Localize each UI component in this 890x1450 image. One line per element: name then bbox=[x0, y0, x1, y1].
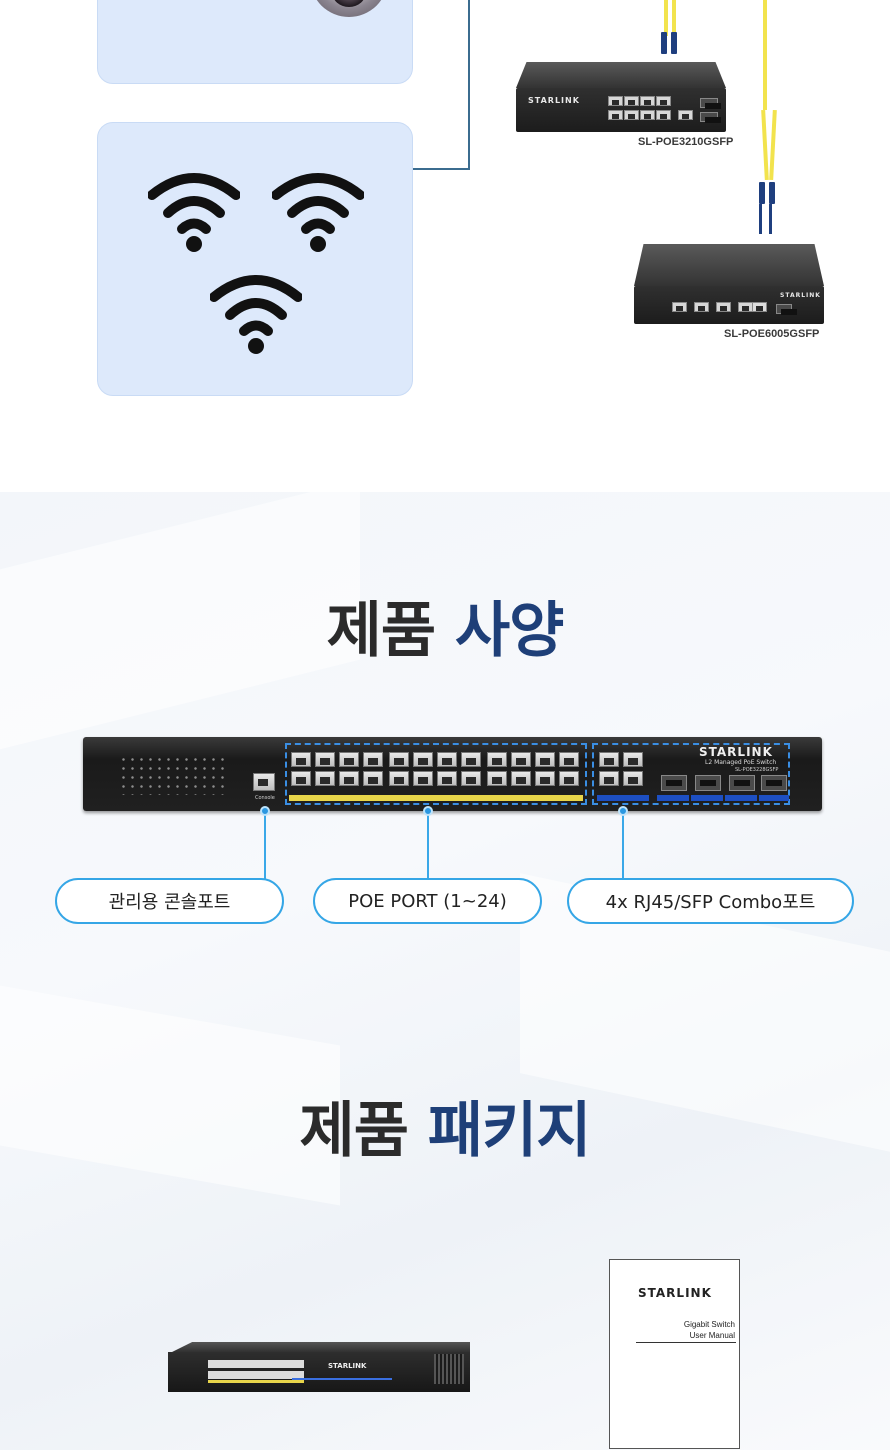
poe-port bbox=[535, 771, 555, 786]
fiber-cable bbox=[763, 0, 767, 110]
poe-port bbox=[315, 752, 335, 767]
combo-strip bbox=[691, 795, 723, 801]
poe-port bbox=[363, 771, 383, 786]
manual-brand: STARLINK bbox=[638, 1286, 712, 1300]
wifi-icon bbox=[210, 275, 302, 354]
poe-port bbox=[339, 771, 359, 786]
fiber-connector-icon bbox=[659, 32, 679, 54]
poe-port bbox=[487, 771, 507, 786]
poe-port bbox=[339, 752, 359, 767]
poe-port bbox=[461, 752, 481, 767]
package-title-accent: 패키지 bbox=[427, 1096, 592, 1166]
package-title-dark: 제품 bbox=[299, 1096, 409, 1166]
connection-line bbox=[468, 0, 470, 170]
switch-brand: STARLINK bbox=[780, 292, 821, 299]
callout-line bbox=[427, 810, 429, 880]
poe-port bbox=[535, 752, 555, 767]
switch-model-label: SL-POE6005GSFP bbox=[724, 328, 820, 340]
poe-port bbox=[389, 771, 409, 786]
poe-port bbox=[363, 752, 383, 767]
callout-dot bbox=[260, 806, 270, 816]
wifi-icon bbox=[148, 173, 240, 252]
combo-strip bbox=[725, 795, 757, 801]
connector-pin bbox=[769, 204, 772, 234]
callout-line bbox=[622, 810, 624, 880]
poe-port bbox=[413, 752, 433, 767]
fiber-cable bbox=[769, 109, 777, 181]
poe-port bbox=[511, 771, 531, 786]
poe-port bbox=[315, 771, 335, 786]
switch-model: SL-POE3228GSFP bbox=[735, 767, 779, 773]
package-title: 제품 패키지 bbox=[0, 1082, 890, 1169]
poe-port bbox=[389, 752, 409, 767]
poe-port bbox=[291, 752, 311, 767]
switch-sl-poe6005gsfp: STARLINK bbox=[634, 244, 824, 326]
connector-pin bbox=[759, 204, 762, 234]
fiber-cable bbox=[664, 0, 668, 36]
rack-switch-image: Console STARLINK L2 Managed PoE Switch S… bbox=[83, 737, 822, 811]
switch-brand: STARLINK bbox=[699, 745, 773, 759]
manual-line1: Gigabit Switch bbox=[683, 1320, 735, 1329]
poe-port-highlight bbox=[285, 743, 587, 805]
poe-port bbox=[437, 752, 457, 767]
console-port bbox=[253, 773, 275, 791]
wifi-card bbox=[97, 122, 413, 396]
poe-port bbox=[559, 752, 579, 767]
combo-strip bbox=[597, 795, 649, 801]
switch-model-label: SL-POE3210GSFP bbox=[638, 136, 734, 148]
fiber-cable bbox=[672, 0, 676, 36]
poe-port bbox=[291, 771, 311, 786]
console-label: Console bbox=[255, 795, 275, 801]
led-panel bbox=[119, 755, 229, 795]
camera-card bbox=[97, 0, 413, 84]
poe-port bbox=[461, 771, 481, 786]
fiber-connector-icon bbox=[757, 182, 777, 204]
switch-brand: STARLINK bbox=[328, 1362, 367, 1370]
connection-line bbox=[413, 168, 470, 170]
combo-strip bbox=[657, 795, 689, 801]
poe-port bbox=[511, 752, 531, 767]
poe-port bbox=[413, 771, 433, 786]
spec-title-accent: 사양 bbox=[454, 596, 564, 666]
package-switch-image: STARLINK bbox=[168, 1342, 470, 1402]
topology-section: STARLINK SL-POE3210GSFP STARLINK SL-POE6… bbox=[0, 0, 890, 492]
switch-model-line: L2 Managed PoE Switch bbox=[705, 759, 777, 766]
wifi-icon bbox=[272, 173, 364, 252]
manual-line2: User Manual bbox=[689, 1331, 735, 1340]
poe-port bbox=[487, 752, 507, 767]
callout-console-port: 관리용 콘솔포트 bbox=[55, 878, 284, 924]
spec-section: 제품 사양 Console STARLINK L2 Managed PoE Sw… bbox=[0, 492, 890, 1450]
spec-title: 제품 사양 bbox=[0, 582, 890, 669]
callout-line bbox=[264, 810, 266, 880]
switch-sl-poe3210gsfp: STARLINK bbox=[516, 62, 726, 134]
fiber-cable bbox=[761, 109, 769, 181]
poe-port bbox=[437, 771, 457, 786]
switch-brand: STARLINK bbox=[528, 96, 580, 105]
manual-divider bbox=[636, 1342, 736, 1343]
poe-port bbox=[559, 771, 579, 786]
callout-combo-port: 4x RJ45/SFP Combo포트 bbox=[567, 878, 854, 924]
callout-dot bbox=[618, 806, 628, 816]
poe-strip bbox=[289, 795, 583, 801]
camera-lens bbox=[332, 0, 366, 7]
callout-poe-port: POE PORT (1~24) bbox=[313, 878, 542, 924]
combo-port-highlight bbox=[592, 743, 790, 805]
user-manual-image: STARLINK Gigabit Switch User Manual bbox=[609, 1259, 740, 1449]
callout-dot bbox=[423, 806, 433, 816]
combo-strip bbox=[759, 795, 789, 801]
spec-title-dark: 제품 bbox=[326, 596, 436, 666]
